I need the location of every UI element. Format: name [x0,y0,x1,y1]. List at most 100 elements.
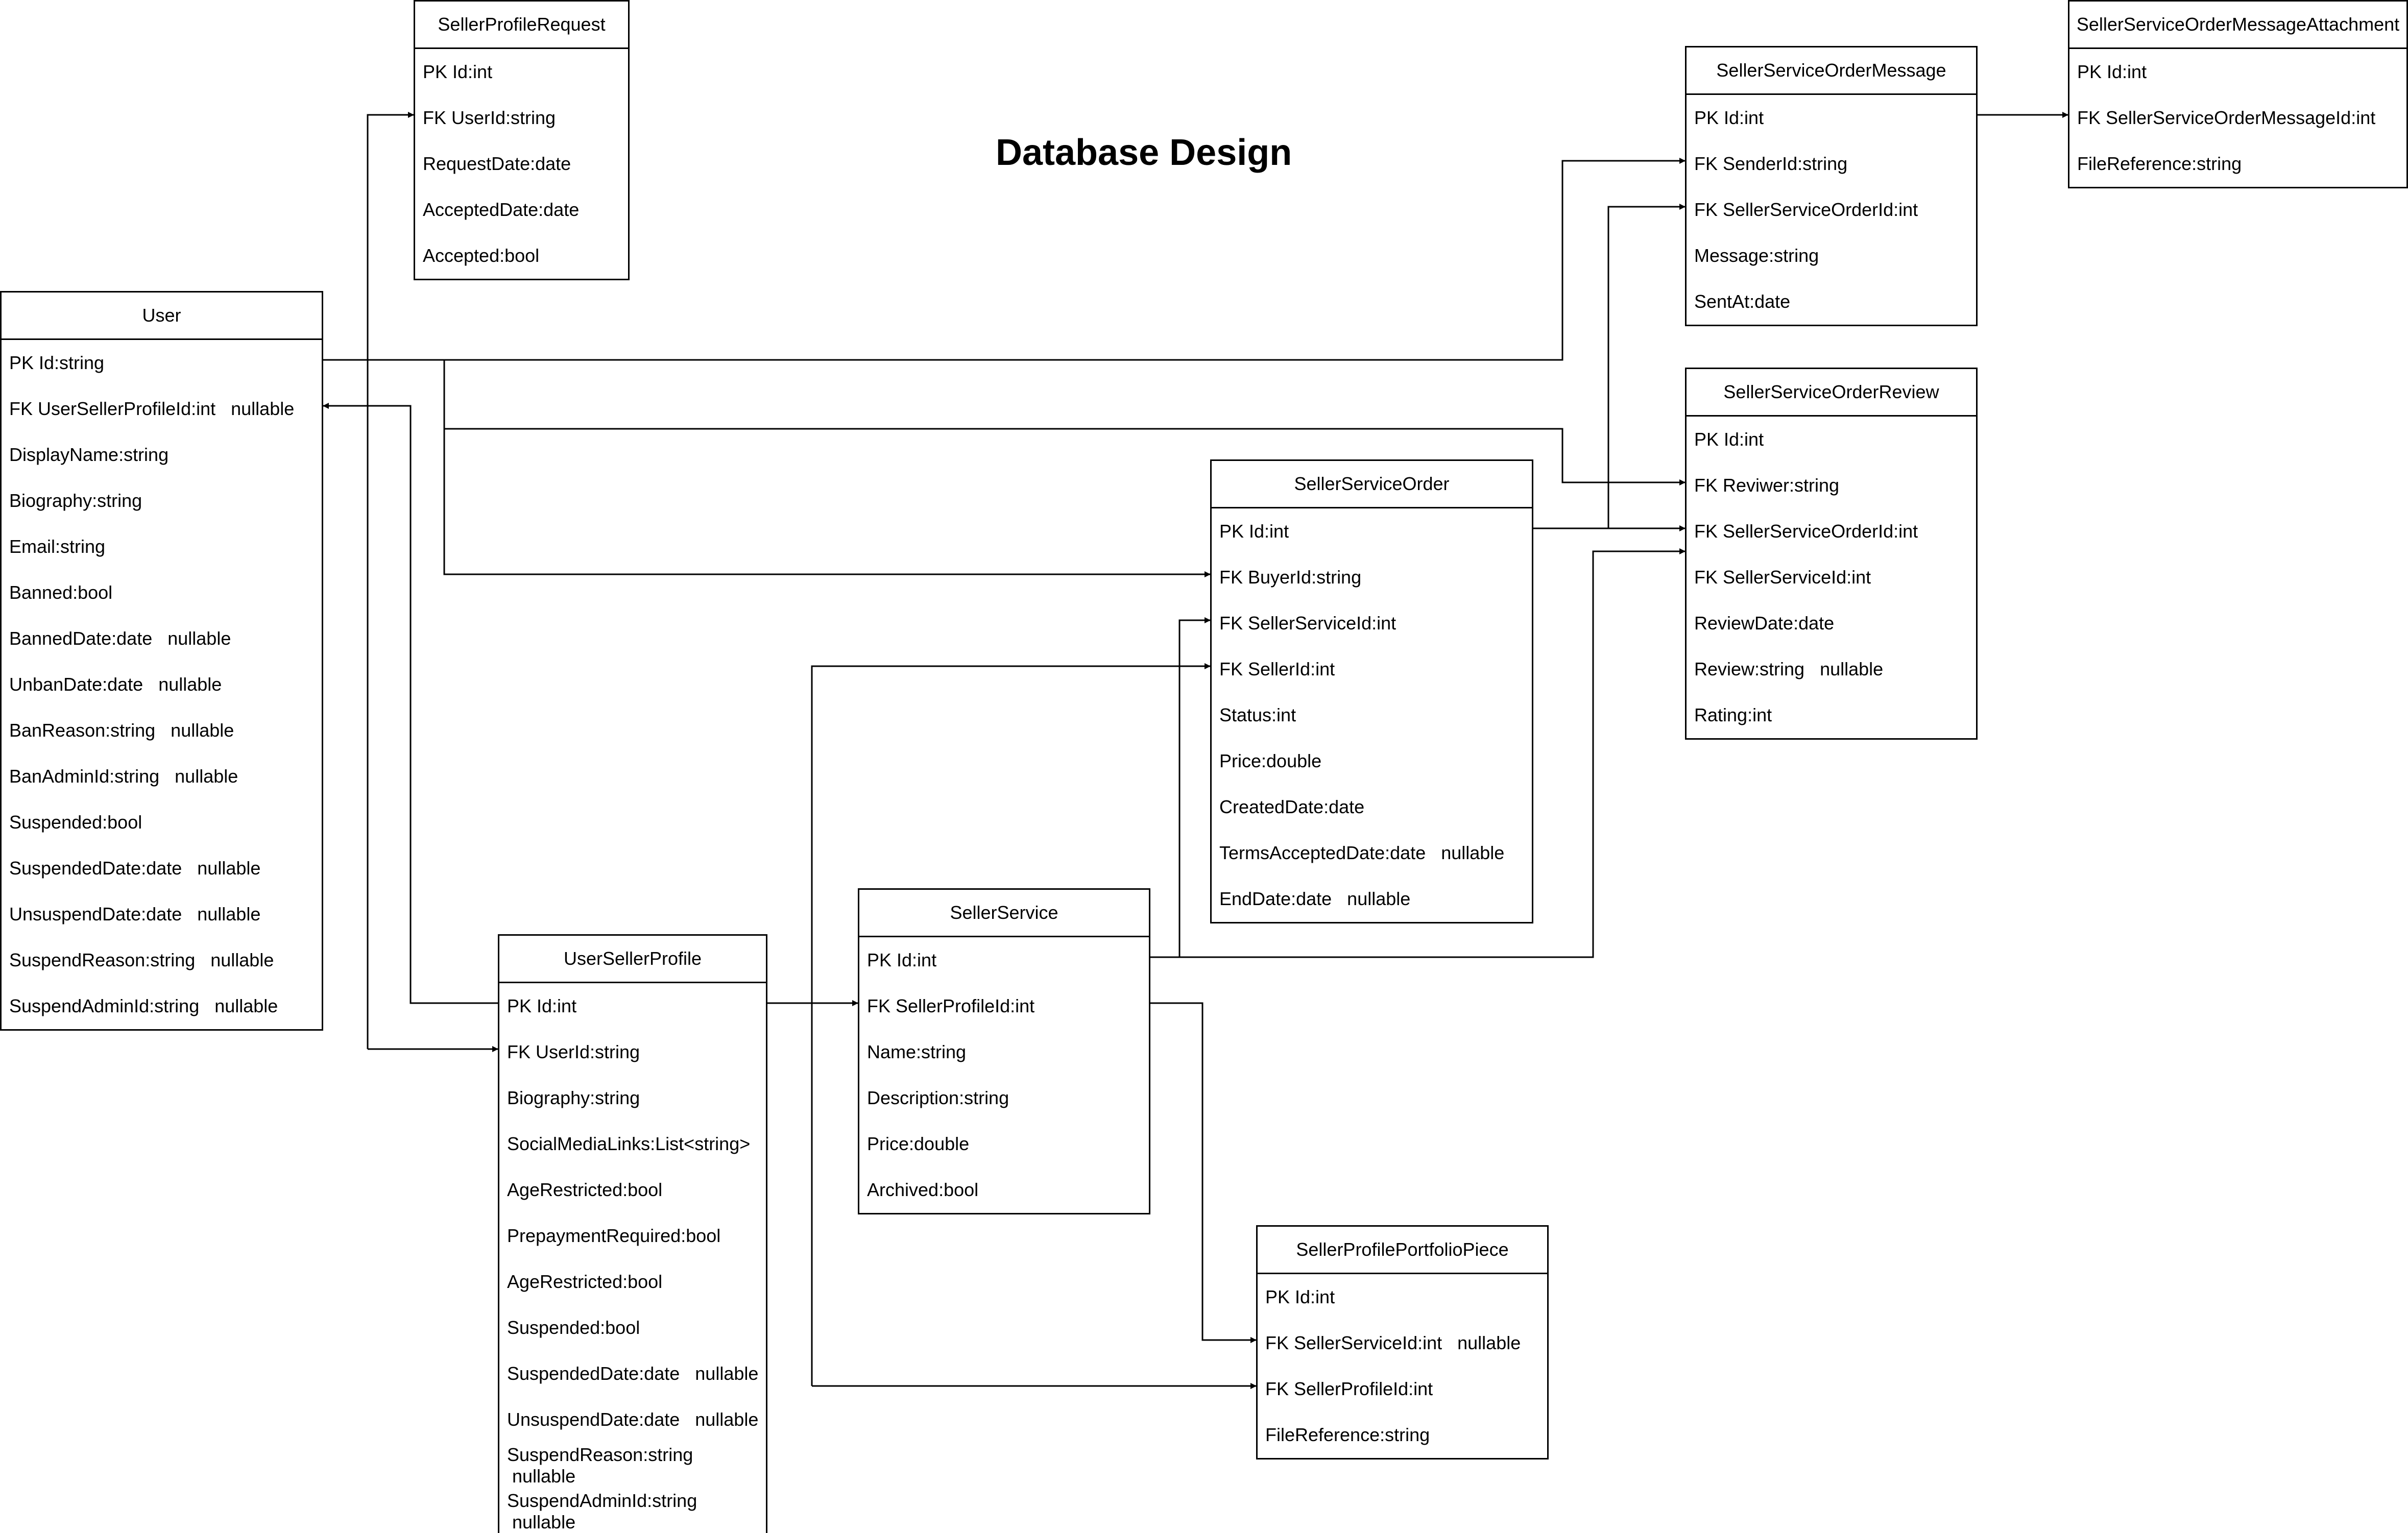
field-name: PK Id:int [867,950,937,970]
field-name: FileReference:string [1265,1424,1430,1445]
field-name: BanAdminId:string [9,766,160,787]
field-name: Description:string [867,1087,1009,1108]
field-name: SuspendAdminId:string [9,995,200,1016]
field-name: AgeRestricted:bool [507,1179,663,1200]
field-row: Archived:bool [859,1167,1149,1213]
field-modifier: nullable [231,398,295,419]
field-row: RequestDate:date [415,141,628,187]
field-name: Suspended:bool [9,812,142,833]
field-row: Suspended:bool [2,799,322,845]
field-name: Name:string [867,1041,967,1062]
connector-user-to-order-buyer [443,360,1211,577]
field-name: RequestDate:date [423,153,571,174]
field-name: AgeRestricted:bool [507,1271,663,1292]
connector-user-to-profile-request [367,112,414,1049]
field-row: PK Id:int [1687,417,1976,463]
entity-header: SellerServiceOrderMessageAttachment [2069,2,2406,49]
field-row: Email:string [2,524,322,570]
field-name: FK SellerServiceId:int [1265,1332,1442,1353]
field-name: DisplayName:string [9,444,169,465]
field-row: Description:string [859,1075,1149,1121]
field-name: PK Id:int [1694,107,1764,128]
field-modifier: nullable [214,995,278,1016]
connector-user-to-review-reviewer [444,428,1685,485]
field-modifier: nullable [695,1363,759,1384]
field-row: FK SellerServiceOrderId:int [1687,187,1976,233]
field-row: Name:string [859,1029,1149,1075]
connector-service-to-portfolio [1150,1002,1257,1343]
field-name: TermsAcceptedDate:date [1219,842,1426,863]
entity-header: SellerServiceOrderReview [1687,369,1976,417]
field-name: Biography:string [507,1087,640,1108]
field-name: FileReference:string [2077,153,2242,174]
field-name: FK SellerProfileId:int [867,995,1035,1016]
field-modifier: nullable [695,1409,759,1430]
field-name: AcceptedDate:date [423,199,580,220]
connector-seller-profile-to-order-seller [811,663,1211,1386]
field-row: SocialMediaLinks:List<string> [499,1121,766,1167]
field-row: DisplayName:string [2,432,322,478]
field-name: Accepted:bool [423,245,540,266]
connector-seller-profile-to-user [323,403,498,1004]
field-name: Price:double [1219,750,1322,771]
field-row: FK SellerServiceOrderMessageId:int [2069,95,2406,141]
field-name: BanReason:string [9,720,156,741]
field-row: SentAt:date [1687,279,1976,325]
field-name: Rating:int [1694,704,1772,725]
field-row: FK SellerServiceId:int [1687,554,1976,600]
field-row: Message:string [1687,233,1976,279]
field-modifier: nullable [197,858,261,879]
field-row: FK SellerProfileId:int [859,983,1149,1029]
field-name: Status:int [1219,704,1296,725]
field-name: PK Id:int [507,995,577,1016]
field-row: FK BuyerId:string [1212,554,1532,600]
field-modifier: nullable [1441,842,1505,863]
entity-header: User [2,293,322,340]
field-row: FK SellerServiceOrderId:int [1687,508,1976,554]
field-name: UnsuspendDate:date [9,904,182,924]
entity-header: SellerServiceOrderMessage [1687,47,1976,95]
field-name: Biography:string [9,490,142,511]
field-row: PK Id:int [415,49,628,95]
field-row: PK Id:string [2,340,322,386]
field-row: Accepted:bool [415,233,628,279]
field-name: FK SellerServiceId:int [1219,613,1396,634]
field-name: PK Id:int [1694,429,1764,450]
field-row: FK UserId:string [499,1029,766,1075]
field-name: Suspended:bool [507,1317,640,1338]
field-row: FK SellerServiceId:int [1212,600,1532,646]
field-row: FK SellerId:int [1212,646,1532,692]
field-modifier: nullable [1347,888,1411,909]
field-row: FileReference:string [1258,1412,1547,1458]
field-name: ReviewDate:date [1694,613,1835,634]
field-row: Biography:string [499,1075,766,1121]
field-name: FK SellerServiceOrderMessageId:int [2077,107,2376,128]
field-name: Email:string [9,536,106,557]
field-name: FK SellerId:int [1219,659,1335,679]
field-row: Rating:int [1687,692,1976,738]
connector-user-to-message-sender [323,158,1685,361]
field-modifier: nullable [1820,659,1884,679]
field-row: SuspendAdminId:string nullable [2,983,322,1029]
field-name: FK UserId:string [423,107,556,128]
field-modifier: nullable [175,766,238,787]
field-name: FK BuyerId:string [1219,567,1362,588]
field-row: TermsAcceptedDate:date nullable [1212,830,1532,876]
